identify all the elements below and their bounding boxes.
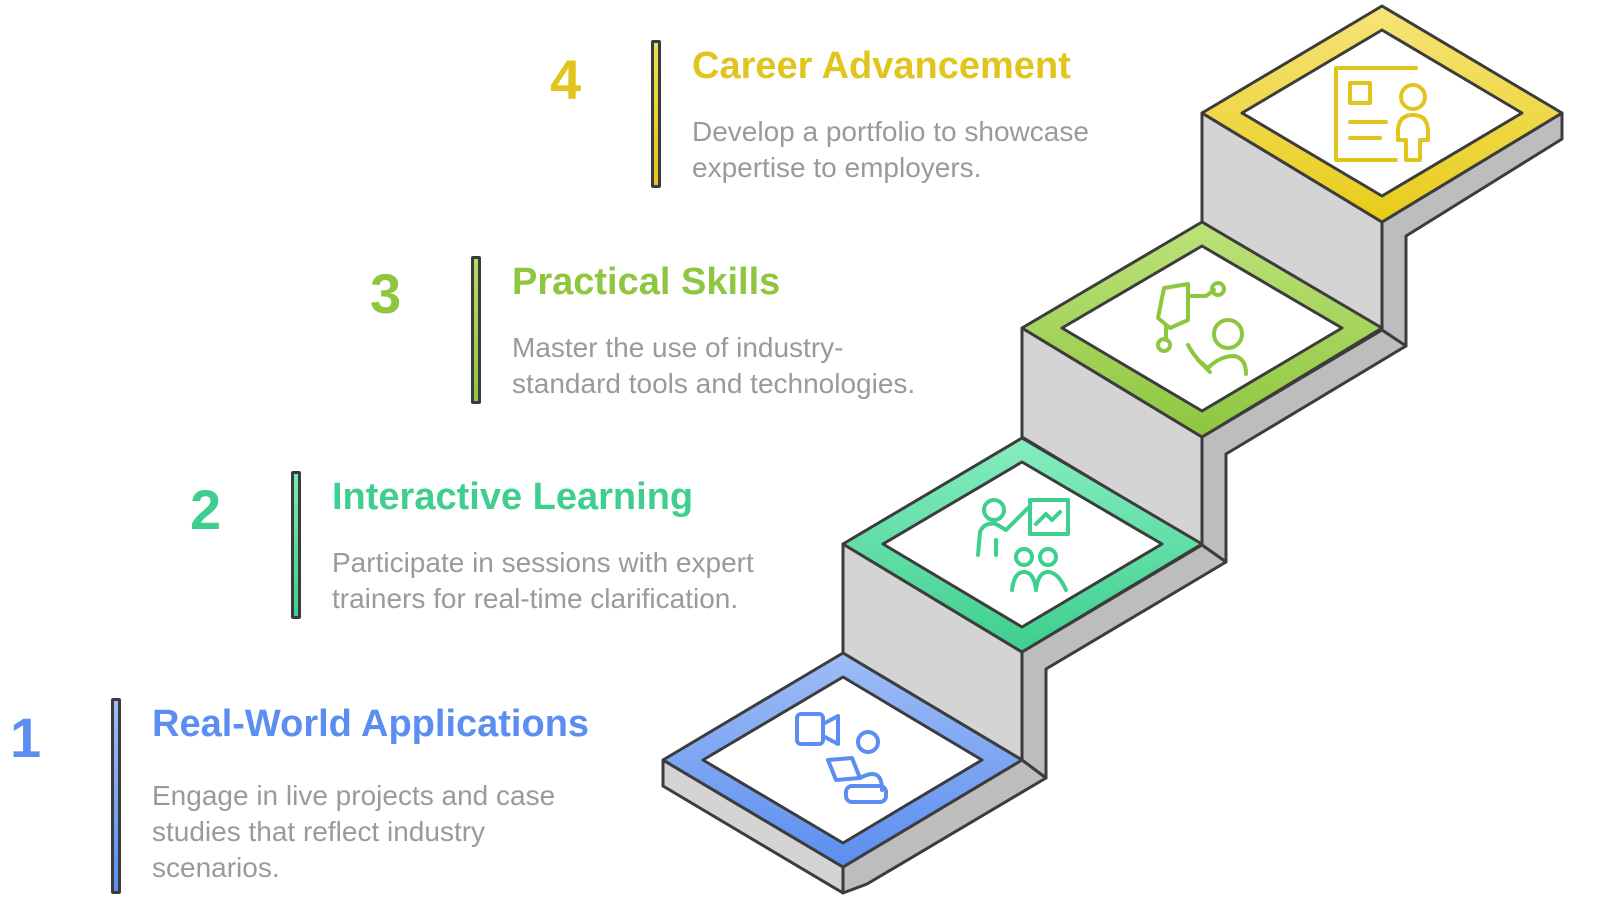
stair-body [661,111,1564,895]
step-4-bar [651,40,661,188]
step-1-title: Real-World Applications [152,703,590,745]
step-2-number: 2 [190,478,222,541]
step-3-description: Master the use of industry-standard tool… [512,332,916,399]
step-1-bar [111,698,121,894]
trainer-presentation-group-icon [976,498,1070,592]
step-2-description: Participate in sessions with expert trai… [332,547,754,614]
step-1-number: 1 [10,706,42,769]
step-2-title: Interactive Learning [332,476,694,518]
step-4-title: Career Advancement [692,45,1071,87]
portfolio-resume-icon [1334,66,1430,162]
step-2-bar [291,471,301,619]
step-3-bar [471,256,481,404]
video-call-laptop-icon [795,712,888,804]
step-4-description: Develop a portfolio to showcase expertis… [692,116,1089,183]
step-4-top [1200,4,1564,224]
step-3-title: Practical Skills [512,261,781,303]
step-1-description: Engage in live projects and case studies… [152,780,556,883]
step-3-top [1020,220,1384,439]
step-2-top [841,436,1204,654]
step-4-number: 4 [550,48,582,111]
step-3-number: 3 [370,262,402,325]
robot-arm-person-icon [1156,281,1248,376]
